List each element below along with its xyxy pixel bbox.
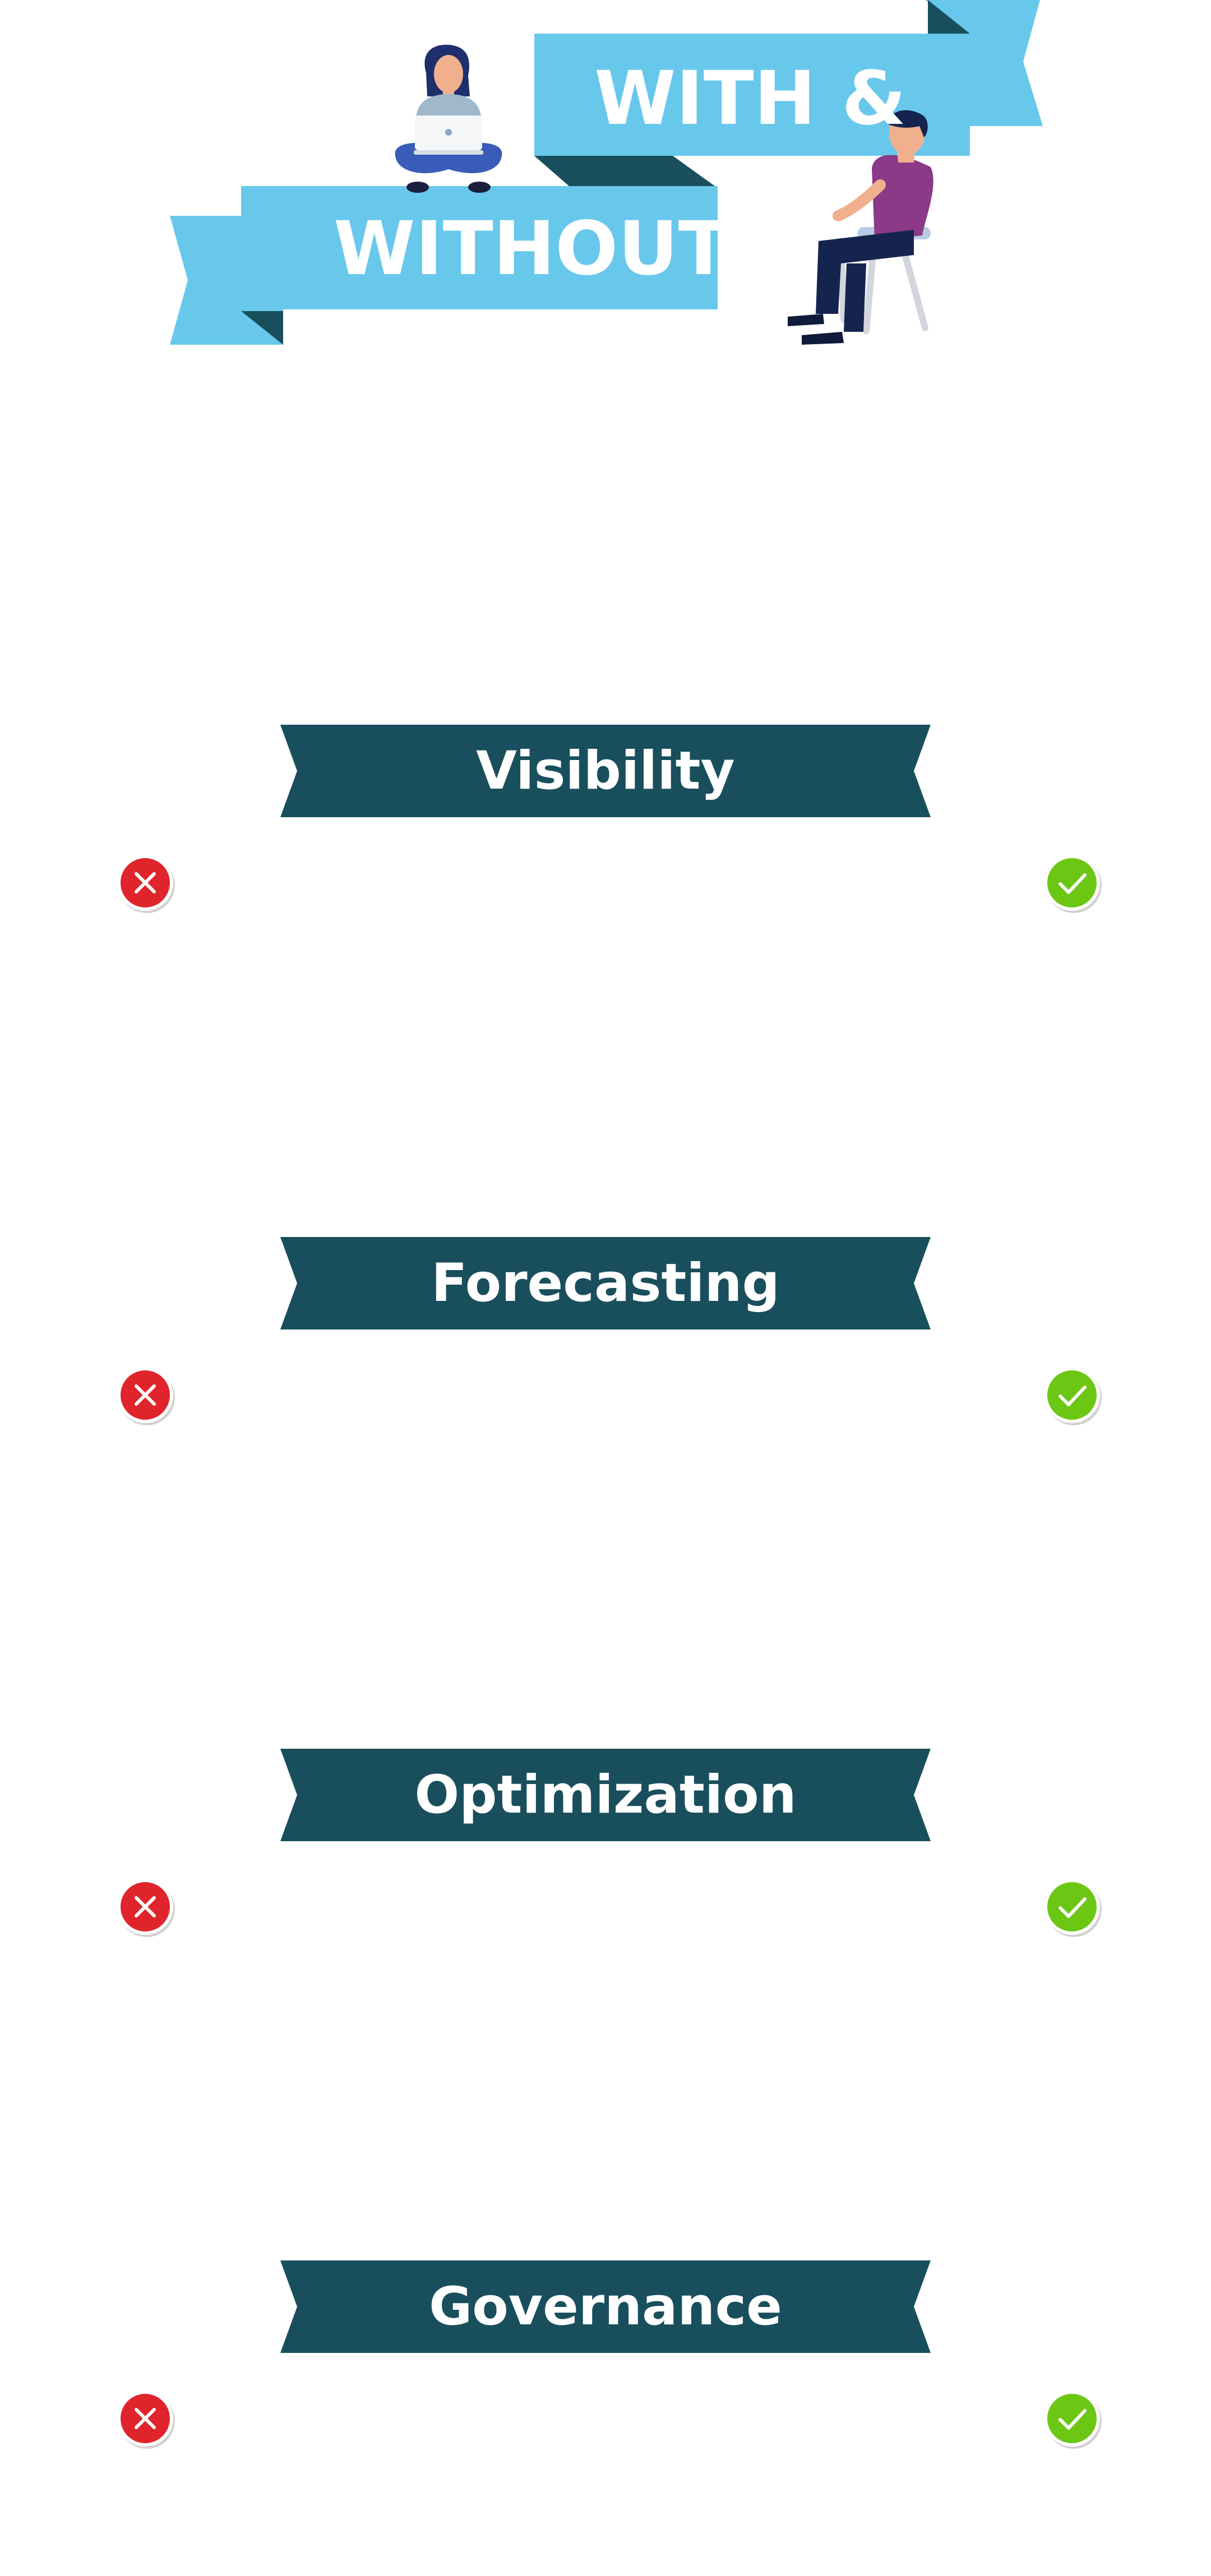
check-circle-icon — [1042, 853, 1103, 914]
header-hero: WITH & WITHOUT — [0, 0, 1211, 359]
hero-illustration — [170, 0, 1043, 345]
section-title: Forecasting — [431, 1252, 780, 1314]
section-banner: Visibility — [280, 725, 931, 817]
section-governance: Governance — [0, 2260, 1211, 2462]
banner-shape — [280, 1749, 931, 1841]
x-circle-icon — [115, 1365, 177, 1426]
check-circle-icon — [1042, 2388, 1103, 2450]
banner-shape — [280, 725, 931, 817]
section-visibility: Visibility — [0, 725, 1211, 926]
check-circle-icon — [1042, 1365, 1103, 1426]
bottom-ribbon — [170, 186, 718, 345]
section-banner: Governance — [280, 2260, 931, 2353]
section-optimization: Optimization — [0, 1749, 1211, 1950]
banner-shape — [280, 1237, 931, 1329]
hero-title-line2: WITHOUT — [334, 206, 729, 292]
section-title: Visibility — [476, 740, 735, 801]
woman-with-laptop-illustration — [395, 44, 502, 193]
section-title: Optimization — [414, 1764, 797, 1826]
section-banner: Forecasting — [280, 1237, 931, 1329]
x-circle-icon — [115, 1877, 177, 1938]
x-circle-icon — [115, 853, 177, 914]
man-on-chair-illustration — [788, 110, 933, 345]
section-title: Governance — [429, 2276, 782, 2337]
section-forecasting: Forecasting — [0, 1237, 1211, 1439]
banner-shape — [280, 2260, 931, 2353]
hero-title-line1: WITH & — [594, 55, 907, 142]
x-circle-icon — [115, 2388, 177, 2450]
check-circle-icon — [1042, 1877, 1103, 1938]
section-banner: Optimization — [280, 1749, 931, 1841]
